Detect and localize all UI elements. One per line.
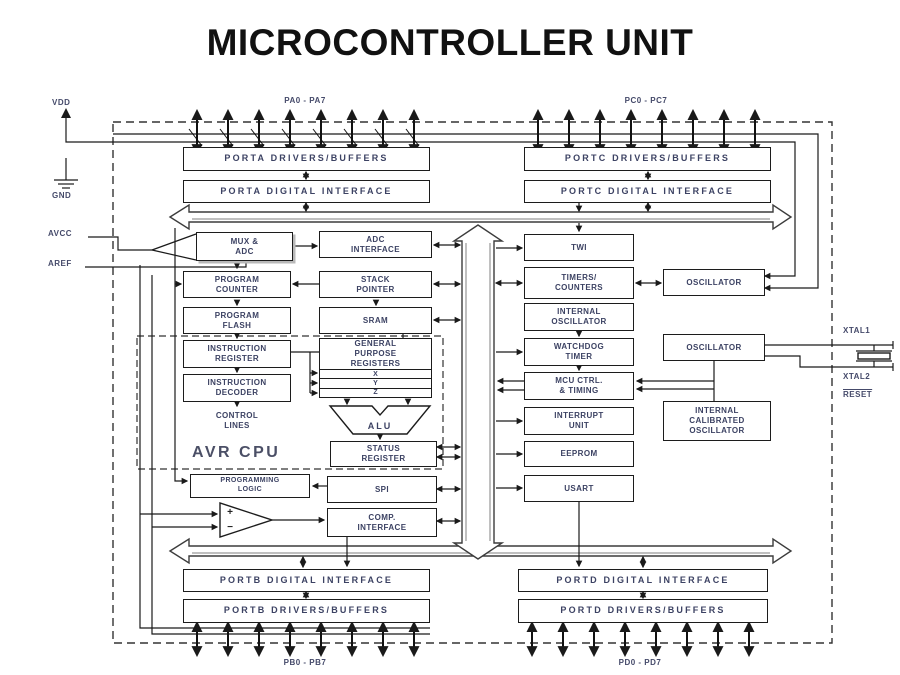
vdd-label: VDD <box>52 98 71 107</box>
aref-label: AREF <box>48 259 72 268</box>
wire <box>139 265 430 629</box>
wire <box>174 228 189 485</box>
block-general-purpose-registers: GENERAL PURPOSE REGISTERS X Y Z <box>319 338 432 398</box>
block-program-counter: PROGRAM COUNTER <box>183 271 291 298</box>
block-timers-counters: TIMERS/ COUNTERS <box>524 267 634 299</box>
analog-comparator-icon: + − <box>219 502 275 538</box>
block-twi: TWI <box>524 234 634 261</box>
block-portb-drivers: PORTB DRIVERS/BUFFERS <box>183 599 430 623</box>
block-eeprom: EEPROM <box>524 441 634 467</box>
block-porta-digital-interface: PORTA DIGITAL INTERFACE <box>183 180 430 203</box>
block-portb-digital-interface: PORTB DIGITAL INTERFACE <box>183 569 430 592</box>
pd-pins-label: PD0 - PD7 <box>618 658 662 667</box>
vdd-pin-icon <box>61 108 796 280</box>
comparator-plus: + <box>227 507 233 518</box>
ground-icon <box>54 158 78 189</box>
register-x: X <box>320 369 431 378</box>
block-adc-interface: ADC INTERFACE <box>319 231 432 258</box>
oscillator-routing-wire <box>113 133 819 292</box>
block-oscillator-top: OSCILLATOR <box>663 269 765 296</box>
alu-shape: ALU <box>328 405 432 435</box>
block-comp-interface: COMP. INTERFACE <box>327 508 437 537</box>
block-programming-logic: PROGRAMMING LOGIC <box>190 474 310 498</box>
block-portd-digital-interface: PORTD DIGITAL INTERFACE <box>518 569 768 592</box>
register-z: Z <box>320 387 431 397</box>
pb-pins-label: PB0 - PB7 <box>283 658 327 667</box>
comparator-minus: − <box>227 522 233 533</box>
block-program-flash: PROGRAM FLASH <box>183 307 291 334</box>
page-title: MICROCONTROLLER UNIT <box>206 22 694 63</box>
gpr-label: GENERAL PURPOSE REGISTERS <box>350 339 401 368</box>
wire <box>151 275 430 635</box>
pc-pins-label: PC0 - PC7 <box>624 96 668 105</box>
xtal2-label: XTAL2 <box>843 372 871 381</box>
control-lines-label: CONTROL LINES <box>215 411 259 430</box>
avr-cpu-label: AVR CPU <box>192 444 281 461</box>
block-mcu-ctrl-timing: MCU CTRL. & TIMING <box>524 372 634 400</box>
block-porta-drivers: PORTA DRIVERS/BUFFERS <box>183 147 430 171</box>
analog-input-wires <box>85 233 247 268</box>
block-interrupt-unit: INTERRUPT UNIT <box>524 407 634 435</box>
block-sram: SRAM <box>319 307 432 334</box>
reset-label: RESET <box>843 390 873 399</box>
data-bus-horizontal-top <box>168 203 793 231</box>
block-oscillator-right: OSCILLATOR <box>663 334 765 361</box>
block-portc-digital-interface: PORTC DIGITAL INTERFACE <box>524 180 771 203</box>
block-internal-oscillator: INTERNAL OSCILLATOR <box>524 303 634 331</box>
data-bus-vertical <box>451 224 505 560</box>
block-internal-calibrated-oscillator: INTERNAL CALIBRATED OSCILLATOR <box>663 401 771 441</box>
alu-label: ALU <box>368 421 393 431</box>
block-instruction-decoder: INSTRUCTION DECODER <box>183 374 291 402</box>
block-portc-drivers: PORTC DRIVERS/BUFFERS <box>524 147 771 171</box>
xtal1-label: XTAL1 <box>843 326 871 335</box>
block-usart: USART <box>524 475 634 502</box>
port-pins <box>188 108 761 658</box>
block-stack-pointer: STACK POINTER <box>319 271 432 298</box>
gnd-label: GND <box>52 191 72 200</box>
block-status-register: STATUS REGISTER <box>330 441 437 467</box>
block-spi: SPI <box>327 476 437 503</box>
block-instruction-register: INSTRUCTION REGISTER <box>183 340 291 368</box>
block-portd-drivers: PORTD DRIVERS/BUFFERS <box>518 599 768 623</box>
pa-pins-label: PA0 - PA7 <box>284 96 326 105</box>
block-mux-adc: MUX & ADC <box>196 232 293 261</box>
avcc-label: AVCC <box>48 229 73 238</box>
chip-boundary <box>112 121 833 644</box>
crystal-icon <box>765 341 894 371</box>
block-watchdog-timer: WATCHDOG TIMER <box>524 338 634 366</box>
register-y: Y <box>320 378 431 387</box>
